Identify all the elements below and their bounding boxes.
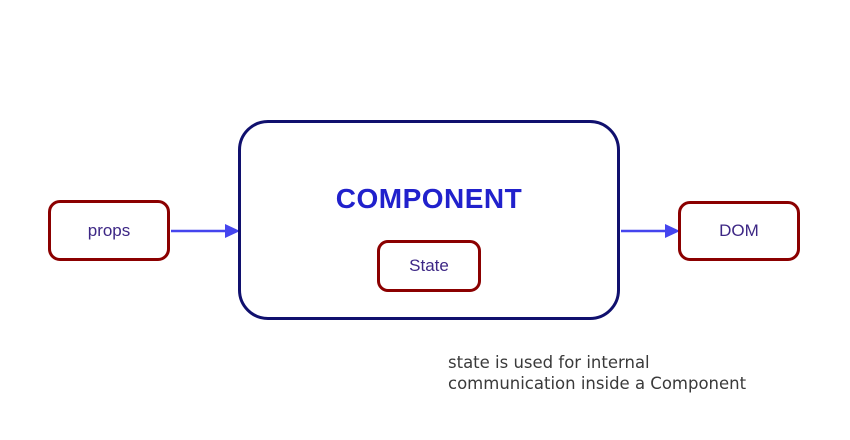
caption-line-1: state is used for internal xyxy=(448,353,650,372)
caption: state is used for internal communication… xyxy=(448,352,746,394)
component-box: COMPONENT State xyxy=(238,120,620,320)
arrow-props-to-component-icon xyxy=(171,224,240,238)
dom-box: DOM xyxy=(678,201,800,261)
props-box: props xyxy=(48,200,170,261)
state-label: State xyxy=(409,256,449,275)
caption-line-2: communication inside a Component xyxy=(448,374,747,393)
state-box: State xyxy=(377,240,481,292)
arrow-component-to-dom-icon xyxy=(621,224,680,238)
props-label: props xyxy=(87,220,131,240)
component-title: COMPONENT xyxy=(335,183,523,214)
dom-label: DOM xyxy=(719,221,759,240)
